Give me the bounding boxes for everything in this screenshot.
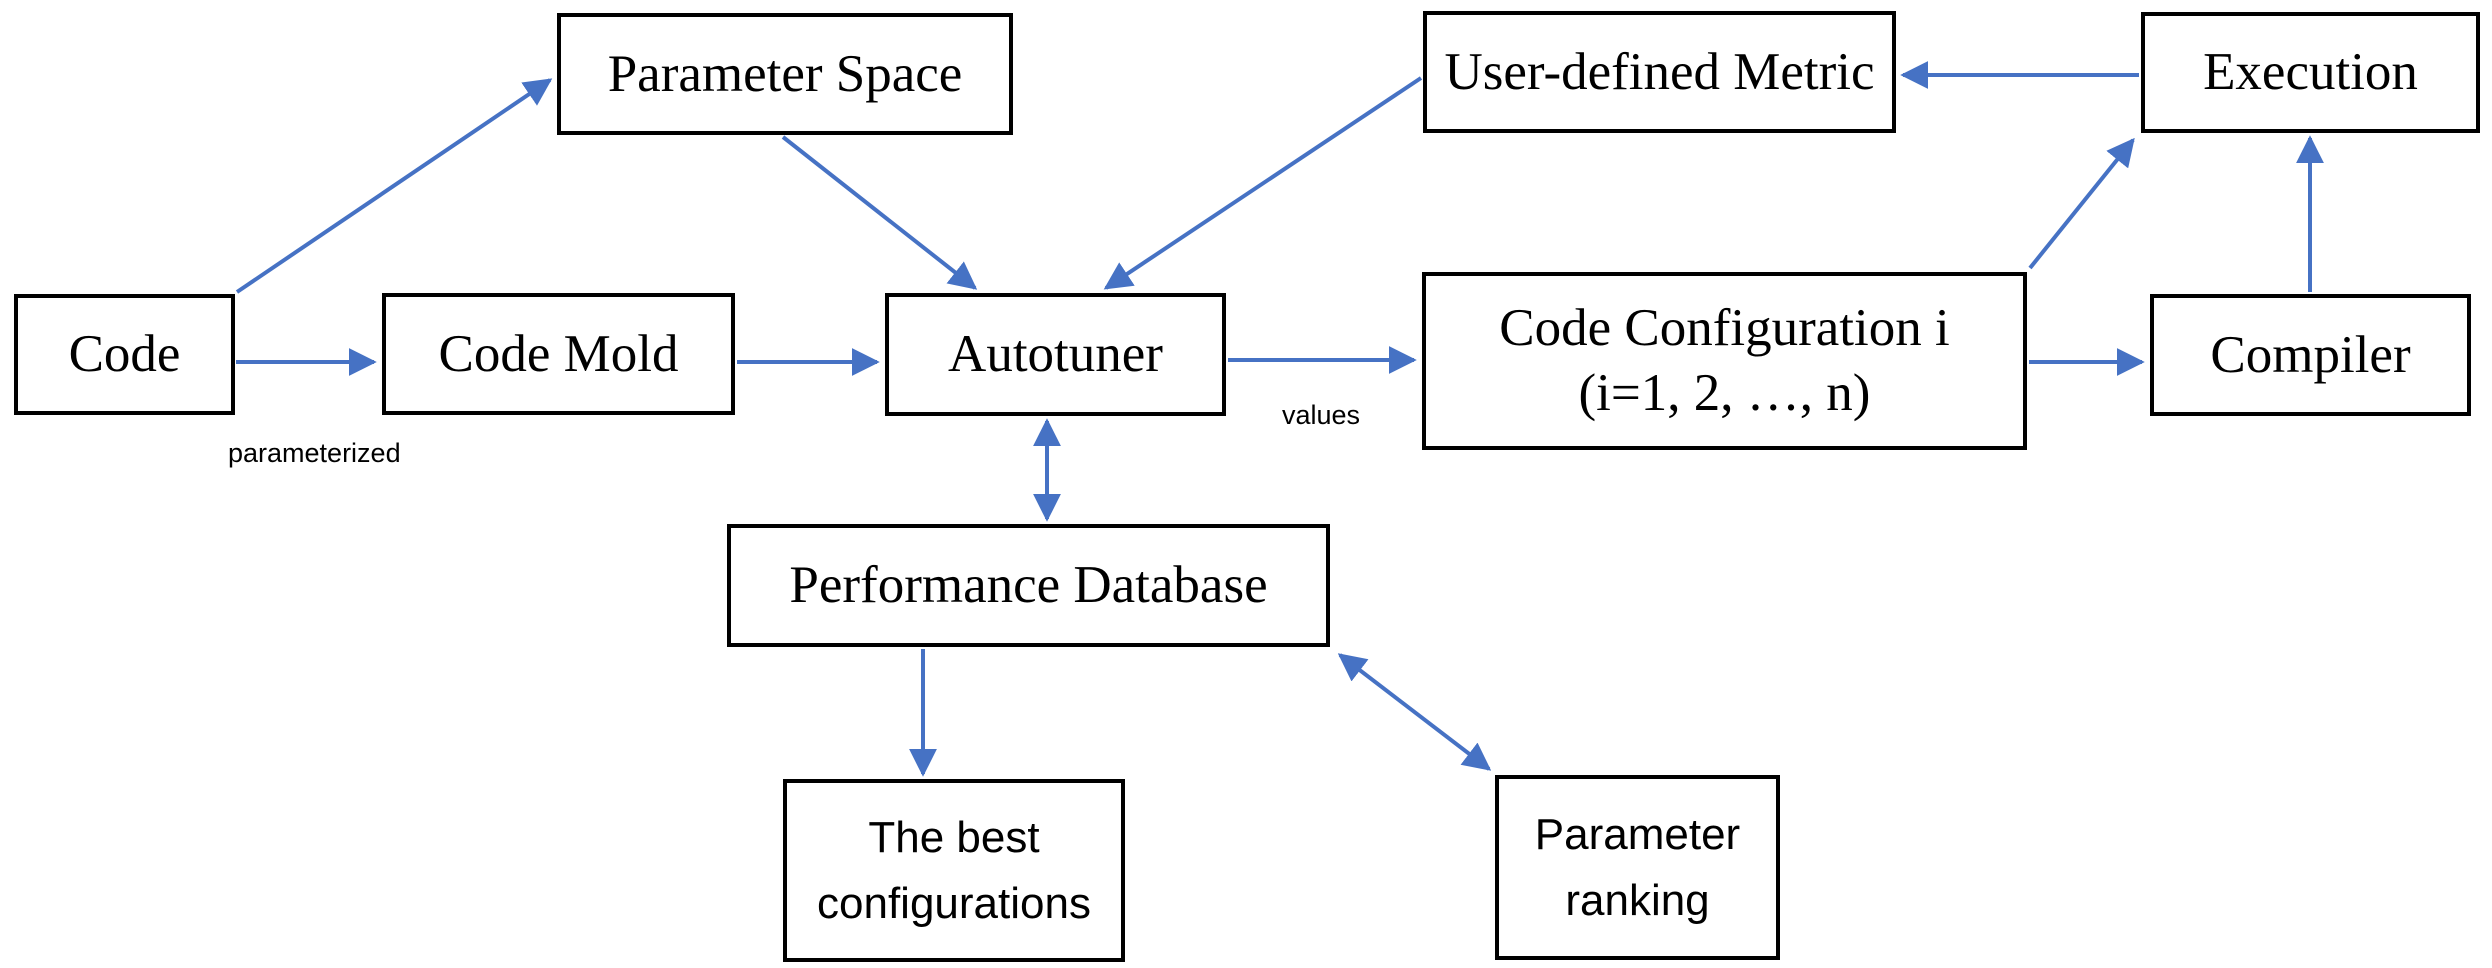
box-compiler-label: Compiler [2210, 325, 2411, 384]
label-values: values [1282, 400, 1361, 430]
box-performance-database: Performance Database [727, 524, 1330, 647]
box-user-defined-metric: User-defined Metric [1423, 11, 1896, 133]
arrow-metric-to-autotuner [1103, 76, 1423, 290]
box-code-configuration: Code Configuration i (i=1, 2, …, n) [1422, 272, 2027, 450]
box-autotuner: Autotuner [885, 293, 1226, 416]
box-parameter-ranking-label: ranking [1565, 875, 1710, 925]
box-code-mold: Code Mold [382, 293, 735, 415]
box-code-configuration-label: Code Configuration i [1499, 299, 1950, 358]
label-parameterized: parameterized [228, 438, 401, 468]
box-user-defined-metric-label: User-defined Metric [1444, 42, 1875, 101]
box-parameter-ranking: Parameter ranking [1495, 775, 1780, 960]
box-best-configurations-label: The best [868, 812, 1040, 862]
box-parameter-space-label: Parameter Space [607, 44, 963, 103]
box-performance-database-label: Performance Database [789, 556, 1268, 615]
box-code-label: Code [68, 325, 181, 384]
box-code-configuration-label: (i=1, 2, …, n) [1578, 364, 1871, 422]
box-execution-label: Execution [2203, 43, 2418, 102]
box-execution: Execution [2141, 12, 2480, 133]
box-parameter-space: Parameter Space [557, 13, 1013, 135]
box-code: Code [14, 294, 235, 415]
arrow-parameter-space-to-autotuner [781, 135, 978, 290]
arrow-database-parameter-ranking [1337, 653, 1492, 771]
box-parameter-ranking-label: Parameter [1534, 809, 1741, 859]
box-code-mold-label: Code Mold [438, 324, 679, 383]
box-autotuner-label: Autotuner [948, 325, 1163, 384]
box-best-configurations-label: configurations [817, 878, 1091, 928]
arrow-code-configuration-to-execution [2028, 137, 2135, 270]
box-compiler: Compiler [2150, 294, 2471, 416]
arrow-code-to-parameter-space [235, 78, 553, 294]
box-best-configurations: The best configurations [783, 779, 1125, 962]
